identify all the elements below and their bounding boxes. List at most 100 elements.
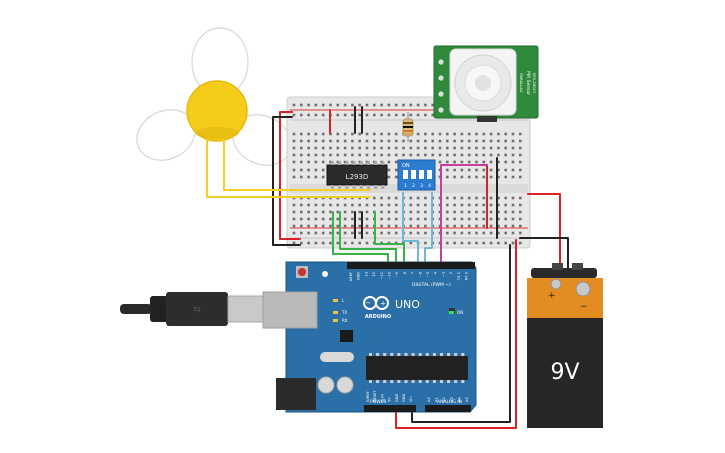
capacitor-1: [317, 376, 335, 394]
dip-switch[interactable]: ON 1 2 3 4: [397, 159, 436, 191]
crystal: [320, 352, 354, 362]
battery-terminal-plus: [550, 278, 562, 290]
dc-fan-motor[interactable]: [129, 27, 300, 174]
digital-header: [347, 262, 475, 269]
battery-cap: [531, 268, 597, 278]
pin-label: 7: [411, 272, 415, 274]
svg-text:⇆: ⇆: [193, 305, 201, 315]
l-label: L: [342, 298, 345, 303]
svg-text:−: −: [365, 299, 371, 307]
svg-text:2: 2: [412, 183, 415, 189]
pin-label: A4: [457, 397, 461, 402]
pin-label: A1: [435, 397, 439, 402]
board-model: UNO: [395, 298, 420, 311]
dip-toggle-3[interactable]: [419, 170, 424, 179]
pin-label: RX 0: [465, 271, 469, 280]
wire-yellow-motor-1[interactable]: [206, 139, 371, 198]
wire-green-3[interactable]: [374, 211, 405, 266]
digital-label: DIGITAL (PWM ~): [412, 282, 451, 288]
wire-blue-2[interactable]: [424, 192, 433, 266]
wire-magenta-pir[interactable]: [440, 164, 488, 266]
pin-label: A5: [465, 397, 469, 402]
pir-header-pins: [477, 116, 497, 122]
pin-label: A0: [427, 397, 431, 402]
dip-toggle-2[interactable]: [411, 170, 416, 179]
wire-black-left-rail[interactable]: [272, 116, 301, 246]
svg-text:4: 4: [428, 183, 431, 189]
pir-sensor[interactable]: PIR Sensor PARALLAX 555-28027: [433, 45, 539, 122]
capacitor-2: [336, 376, 354, 394]
arduino-logo-icon: [363, 296, 389, 310]
pin-label: ~3: [441, 272, 445, 277]
pir-label-b: PARALLAX: [519, 73, 524, 93]
battery-body: [527, 318, 603, 428]
usb-plug-body: [166, 292, 228, 326]
pin-label: RESET: [373, 390, 377, 402]
pir-label-c: 555-28027: [532, 73, 537, 94]
wire-yellow-motor-2[interactable]: [223, 139, 371, 191]
pin-label: ~6: [418, 271, 422, 277]
pin-label: AREF: [349, 272, 353, 281]
wire-red-battery[interactable]: [527, 193, 561, 271]
pin-label: GND: [395, 394, 399, 402]
battery-label: 9V: [550, 360, 579, 385]
battery-top: [527, 278, 603, 318]
analog-header: [425, 405, 471, 412]
pin-label: 12: [372, 272, 376, 277]
wires: [206, 106, 569, 429]
arduino-uno[interactable]: L TX RX ON − + UNO ARDUINO DIGITAL (PWM …: [262, 261, 477, 413]
pin-label: GND: [402, 394, 406, 402]
dip-on-label: ON: [402, 163, 410, 169]
battery-9v[interactable]: + − 9V: [527, 263, 603, 428]
pin-label: Vin: [409, 396, 413, 402]
ic-label: L293D: [346, 173, 369, 181]
usb-connector-metal: [227, 295, 265, 323]
reset-button[interactable]: [298, 268, 306, 276]
pin-label: 5V: [388, 397, 392, 402]
resistor[interactable]: [402, 112, 414, 142]
pin-label: A3: [450, 397, 454, 402]
pin-label: 4: [434, 271, 438, 274]
pin-label: ~10: [388, 271, 392, 279]
on-label: ON: [457, 310, 463, 315]
pin-label: A2: [442, 397, 446, 402]
board-brand: ARDUINO: [365, 314, 391, 320]
battery-minus: −: [580, 302, 588, 312]
analog-label: ANALOG IN: [437, 399, 462, 405]
pin-label: 2: [449, 272, 453, 274]
pin-label: 8: [403, 271, 407, 274]
wire-blue-1[interactable]: [402, 192, 419, 266]
pin-label: ~5: [426, 272, 430, 277]
fan-hub: [186, 80, 248, 142]
pin-label: 13: [364, 272, 368, 277]
pin-label: ~9: [395, 271, 399, 277]
pin-label: GND: [357, 272, 361, 280]
tx-label: TX: [341, 310, 347, 315]
power-header: [364, 405, 416, 412]
l293d-chip[interactable]: L293D: [326, 161, 388, 189]
wire-red-left-rail[interactable]: [279, 111, 301, 240]
battery-plus: +: [548, 291, 556, 301]
power-label: POWER: [370, 399, 387, 405]
wire-black-gnd[interactable]: [411, 244, 511, 423]
ic-body: [326, 164, 388, 186]
wire-green-2[interactable]: [339, 211, 397, 266]
wire-green-1[interactable]: [332, 211, 389, 266]
dip-toggle-4[interactable]: [427, 170, 432, 179]
wire-red-5v[interactable]: [395, 239, 517, 429]
dip-toggle-1[interactable]: [403, 170, 408, 179]
power-jack: [276, 378, 316, 410]
pin-label: ~11: [380, 272, 384, 280]
pin-label: IOREF: [366, 391, 370, 402]
pir-label-a: PIR Sensor: [525, 71, 531, 95]
svg-text:1: 1: [404, 183, 407, 189]
wire-black-battery[interactable]: [519, 237, 569, 271]
atmega-chip: [366, 356, 468, 380]
pin-label: TX 1: [457, 272, 461, 281]
svg-text:3: 3: [420, 183, 423, 189]
pin-label: 3.3V: [380, 393, 384, 402]
svg-text:+: +: [380, 300, 386, 308]
battery-terminal-minus: [575, 281, 591, 297]
rx-label: RX: [342, 318, 348, 323]
